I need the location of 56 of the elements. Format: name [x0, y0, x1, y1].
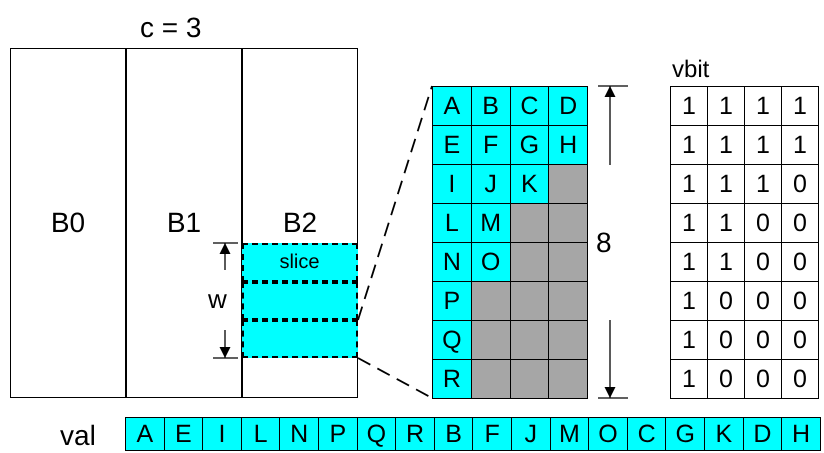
grid-cell: G	[510, 125, 550, 165]
grid-cell: C	[510, 86, 550, 126]
height-label: 8	[596, 229, 612, 257]
grid-cell: J	[470, 164, 510, 204]
table-cell: 0	[781, 359, 819, 399]
table-cell: G	[665, 417, 705, 451]
table-cell: C	[626, 417, 666, 451]
grid-cell: K	[510, 164, 550, 204]
letter-grid	[432, 86, 587, 398]
grid-cell: D	[548, 86, 588, 126]
dashed-box	[242, 282, 358, 320]
table-cell: B	[434, 417, 474, 451]
table-cell: L	[240, 417, 280, 451]
table-cell: N	[279, 417, 319, 451]
table-cell: J	[511, 417, 551, 451]
grid-cell: F	[470, 125, 510, 165]
grid-cell: L	[432, 203, 472, 243]
grid-cell: R	[432, 359, 472, 399]
table-cell: A	[125, 417, 165, 451]
block-column	[10, 48, 126, 398]
table-cell: M	[550, 417, 590, 451]
table-cell: H	[781, 417, 821, 451]
table-cell: K	[704, 417, 744, 451]
table-cell: O	[588, 417, 628, 451]
dashed-box	[242, 320, 358, 358]
grid-cell: M	[470, 203, 510, 243]
block-column	[242, 48, 358, 398]
block-column	[126, 48, 242, 398]
grid-cell: O	[470, 242, 510, 282]
table-cell: E	[164, 417, 204, 451]
grid-cell: H	[548, 125, 588, 165]
block-label: B0	[50, 209, 86, 237]
grid-cell: I	[432, 164, 472, 204]
table-cell: P	[318, 417, 358, 451]
table-cell: 1	[781, 86, 819, 126]
zoom-line	[357, 86, 433, 320]
grid-cell: A	[432, 86, 472, 126]
table-cell: Q	[356, 417, 396, 451]
column-count-label: c = 3	[140, 14, 202, 42]
row-title: val	[60, 422, 96, 450]
grid-cell: P	[432, 281, 472, 321]
table-cell: I	[202, 417, 242, 451]
table-title: vbit	[672, 58, 710, 82]
table-cell: R	[395, 417, 435, 451]
block-label: B2	[282, 209, 318, 237]
block-label: B1	[166, 209, 202, 237]
table-cell: 1	[670, 86, 708, 126]
grid-cell: E	[432, 125, 472, 165]
table-cell: F	[472, 417, 512, 451]
width-label: w	[208, 286, 227, 312]
slice-box: slice	[242, 242, 358, 282]
table-cell: 1	[670, 359, 708, 399]
grid-cell: N	[432, 242, 472, 282]
grid-cell: Q	[432, 320, 472, 360]
table-cell: D	[742, 417, 782, 451]
grid-cell: B	[470, 86, 510, 126]
